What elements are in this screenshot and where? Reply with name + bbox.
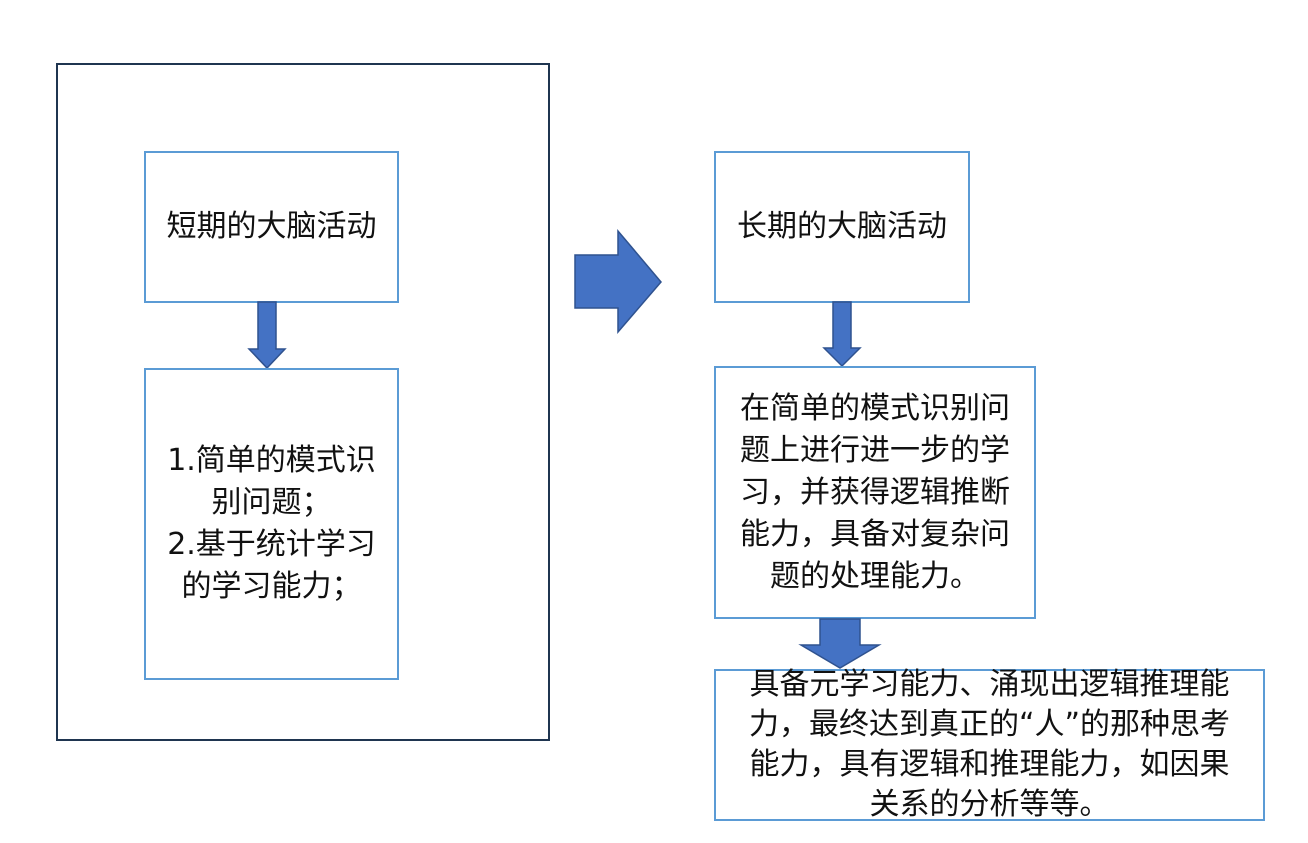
short-term-description-box: 1.简单的模式识 别问题； 2.基于统计学习 的学习能力； — [144, 368, 399, 680]
long-term-description-box: 在简单的模式识别问 题上进行进一步的学 习，并获得逻辑推断 能力，具备对复杂问 … — [714, 366, 1036, 619]
right-arrow-main — [574, 228, 662, 335]
down-arrow-outcome — [798, 618, 882, 669]
down-arrow-long — [822, 301, 862, 368]
short-term-title-text: 短期的大脑活动 — [166, 209, 377, 244]
long-term-description-text: 在简单的模式识别问 题上进行进一步的学 习，并获得逻辑推断 能力，具备对复杂问 … — [740, 390, 1010, 594]
short-term-title-box: 短期的大脑活动 — [144, 151, 399, 303]
outcome-text: 具备元学习能力、涌现出逻辑推理能 力，最终达到真正的“人”的那种思考 能力，具有… — [748, 667, 1231, 822]
outcome-box: 具备元学习能力、涌现出逻辑推理能 力，最终达到真正的“人”的那种思考 能力，具有… — [714, 667, 1265, 822]
long-term-title-box: 长期的大脑活动 — [714, 151, 970, 303]
down-arrow-short-shape — [247, 301, 287, 370]
right-arrow-main-shape — [574, 228, 662, 335]
down-arrow-short — [247, 301, 287, 370]
long-term-title-text: 长期的大脑活动 — [737, 209, 947, 244]
down-arrow-long-shape — [822, 301, 862, 368]
short-term-group-frame — [56, 63, 550, 741]
down-arrow-outcome-shape — [798, 618, 882, 669]
short-term-description-text: 1.简单的模式识 别问题； 2.基于统计学习 的学习能力； — [167, 443, 376, 604]
